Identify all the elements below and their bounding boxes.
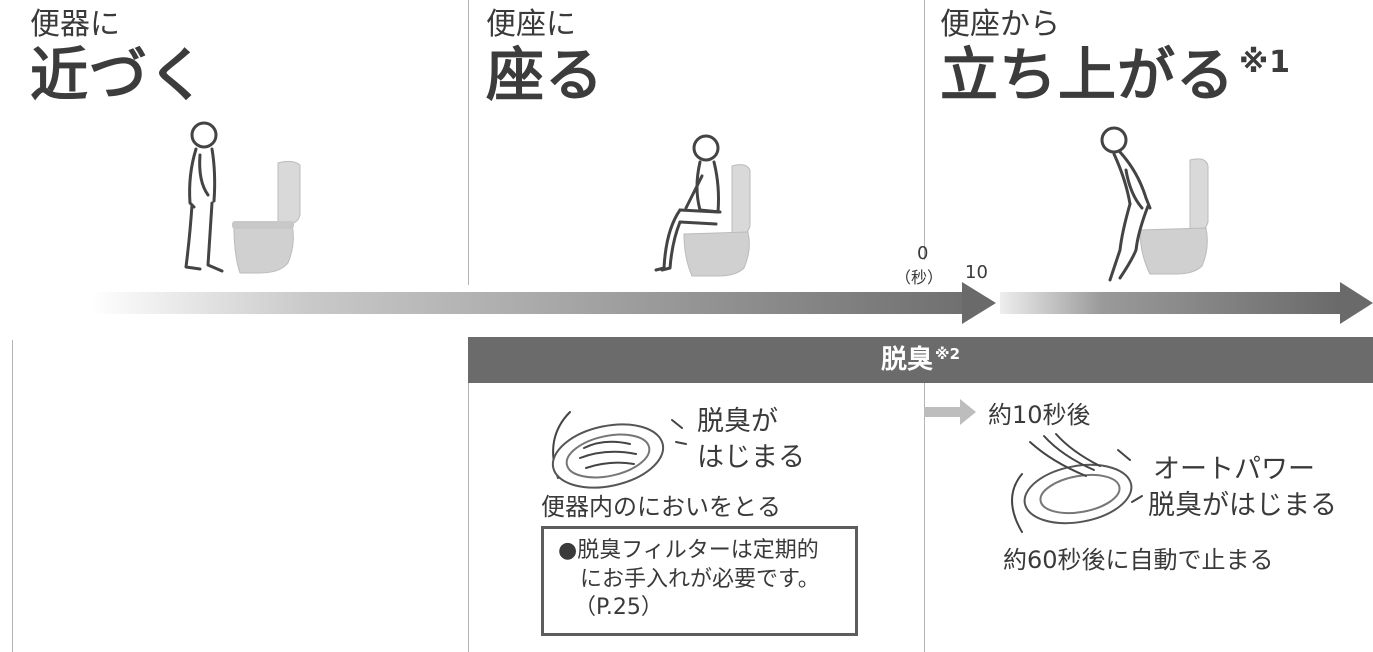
- person-sitting-icon: [654, 134, 722, 272]
- deodor-start-line2: はじまる: [697, 442, 805, 473]
- stage-3-small-title: 便座から: [940, 7, 1060, 42]
- tick-zero: 0: [917, 243, 929, 264]
- timeline-shaft-1: [90, 292, 962, 314]
- after-ten-seconds: 約10秒後: [988, 401, 1091, 429]
- toilet-icon-3: [1139, 158, 1209, 275]
- filter-note-box: ●脱臭フィルターは定期的 にお手入れが必要です。 （P.25）: [541, 526, 858, 636]
- stage-3-big-title: 立ち上がる※1: [940, 46, 1291, 104]
- timeline-arrowhead-1: [962, 282, 996, 324]
- stage-2-big-title: 座る: [486, 46, 604, 104]
- timeline-shaft-2: [1000, 292, 1340, 314]
- stand-caption: 約60秒後に自動で止まる: [1003, 546, 1274, 574]
- left-edge-line: [12, 340, 13, 652]
- bowl-odor-illustration: [551, 411, 687, 489]
- deodorize-bar: 脱臭※2: [468, 337, 1373, 383]
- column-divider-2-lower: [924, 383, 925, 652]
- stage-2-small-title: 便座に: [486, 7, 576, 42]
- deodor-start-line1: 脱臭が: [697, 406, 778, 437]
- toilet-icon-2: [683, 164, 751, 277]
- column-divider-1: [468, 0, 469, 285]
- deodorize-label: 脱臭※2: [468, 337, 1373, 383]
- column-divider-1-lower: [468, 383, 469, 652]
- timeline-arrow: [90, 282, 1373, 324]
- approach-illustration: [184, 121, 301, 274]
- toilet-icon-1: [232, 160, 301, 274]
- stage-3-big-text: 立ち上がる: [940, 41, 1236, 109]
- seat-caption: 便器内のにおいをとる: [541, 493, 781, 521]
- auto-power-line2: 脱臭がはじまる: [1148, 490, 1337, 521]
- stand-illustration: [1100, 126, 1209, 282]
- tick-ten: 10: [965, 262, 988, 283]
- stage-2-big-text: 座る: [486, 41, 605, 109]
- note-line-1: ●脱臭フィルターは定期的: [558, 538, 819, 563]
- auto-power-line1: オートパワー: [1153, 454, 1315, 485]
- bowl-auto-illustration: [1011, 433, 1143, 533]
- stage-1-small-title: 便器に: [30, 7, 120, 42]
- stage-1-big-text: 近づく: [30, 41, 208, 109]
- note-line-3: （P.25）: [574, 595, 663, 621]
- person-standing-icon: [184, 121, 224, 273]
- deodorize-footnote-mark: ※2: [934, 345, 961, 363]
- note-line-2: にお手入れが必要です。: [580, 566, 820, 592]
- stage-1-big-title: 近づく: [30, 46, 207, 104]
- stage-3-footnote-mark: ※1: [1239, 45, 1292, 80]
- deodorize-text: 脱臭: [880, 345, 933, 375]
- sit-illustration: [654, 134, 751, 277]
- small-arrow: [924, 399, 976, 425]
- person-rising-icon: [1100, 126, 1152, 282]
- timeline-arrowhead-2: [1340, 282, 1373, 324]
- tick-unit: （秒）: [895, 268, 944, 287]
- column-divider-2: [924, 0, 925, 260]
